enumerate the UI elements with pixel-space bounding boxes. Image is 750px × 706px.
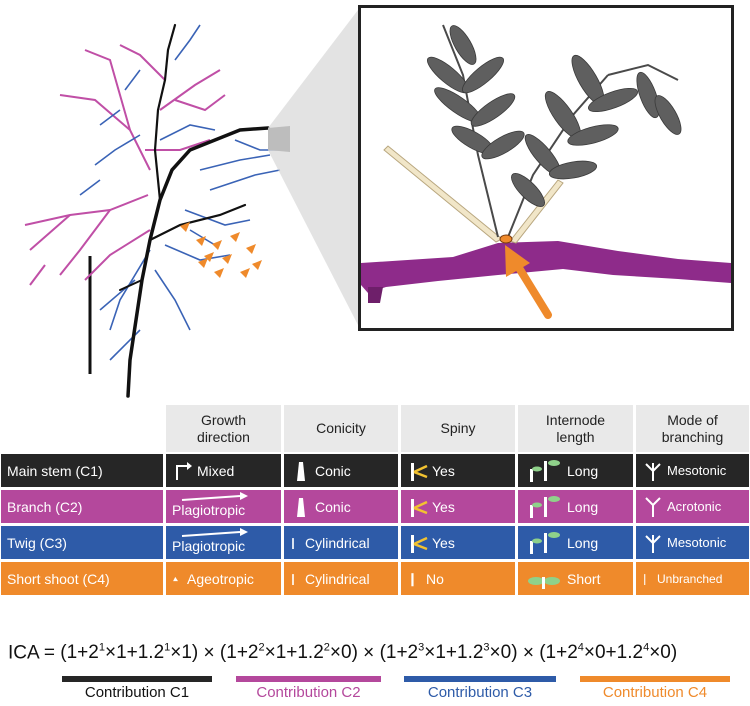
long-internode-icon xyxy=(530,459,560,482)
cell-internode-twig: Long xyxy=(518,526,633,559)
cell-growth-main-stem: Mixed xyxy=(166,454,281,487)
mesotonic-icon xyxy=(645,462,661,481)
cell-branching-branch: Acrotonic xyxy=(636,490,749,523)
cell-spiny-main-stem: Yes xyxy=(401,454,515,487)
plagiotropic-arrow-icon xyxy=(181,492,248,501)
ageotropic-icon xyxy=(173,576,178,581)
cylindrical-icon xyxy=(292,573,294,585)
short-shoot-bud xyxy=(499,234,513,244)
cell-conicity-twig: Cylindrical xyxy=(284,526,398,559)
mesotonic-icon xyxy=(645,534,661,553)
row-label-branch: Branch (C2) xyxy=(1,490,163,523)
contribution-label-c3: Contribution C3 xyxy=(427,684,533,701)
twig-c3 xyxy=(361,241,731,293)
cell-spiny-twig: Yes xyxy=(401,526,515,559)
tree-illustration xyxy=(24,23,285,398)
contribution-label-c4: Contribution C4 xyxy=(602,684,708,701)
term-c1: (1+21×1+1.21×1) xyxy=(60,642,199,664)
cell-spiny-short-shoot: No xyxy=(401,562,515,595)
term-c4: (1+24×0+1.24×0) xyxy=(539,642,678,664)
main-stem-c1 xyxy=(119,23,270,398)
cell-spiny-branch: Yes xyxy=(401,490,515,523)
cell-branching-short-shoot: Unbranched xyxy=(636,562,749,595)
cell-internode-main-stem: Long xyxy=(518,454,633,487)
cell-growth-short-shoot: Ageotropic xyxy=(166,562,281,595)
contribution-bar-c1 xyxy=(62,676,212,682)
mixed-growth-icon xyxy=(176,461,192,480)
contribution-bar-c2 xyxy=(236,676,381,682)
cell-growth-twig: Plagiotropic xyxy=(166,526,281,559)
spine-icon xyxy=(411,462,428,481)
no-spine-icon xyxy=(411,572,414,586)
cell-conicity-short-shoot: Cylindrical xyxy=(284,562,398,595)
long-internode-icon xyxy=(530,531,560,554)
cell-conicity-branch: Conic xyxy=(284,490,398,523)
conic-icon xyxy=(297,461,305,481)
cell-branching-twig: Mesotonic xyxy=(636,526,749,559)
cylindrical-icon xyxy=(292,537,294,549)
cell-internode-branch: Long xyxy=(518,490,633,523)
acacia-twig-closeup xyxy=(358,5,734,331)
branches-c2 xyxy=(24,44,226,286)
header-internode-length: Internode length xyxy=(518,405,633,452)
plagiotropic-arrow-icon xyxy=(181,528,248,537)
leaf-cluster xyxy=(427,24,682,238)
cell-conicity-main-stem: Conic xyxy=(284,454,398,487)
contribution-bar-c3 xyxy=(404,676,556,682)
cell-branching-main-stem: Mesotonic xyxy=(636,454,749,487)
twigs-c3 xyxy=(79,24,285,361)
spine-icon xyxy=(411,534,428,553)
contribution-label-c1: Contribution C1 xyxy=(84,684,190,701)
spine-icon xyxy=(411,498,428,517)
zoom-wedge xyxy=(268,10,358,325)
acrotonic-icon xyxy=(645,496,661,517)
long-internode-icon xyxy=(530,495,560,518)
term-c2: (1+22×1+1.22×0) xyxy=(219,642,358,664)
row-label-twig: Twig (C3) xyxy=(1,526,163,559)
header-conicity: Conicity xyxy=(284,405,398,452)
unbranched-icon xyxy=(644,573,646,585)
ica-formula: ICA = (1+21×1+1.21×1) × (1+22×1+1.22×0) … xyxy=(8,642,678,664)
orange-arrow-icon xyxy=(505,245,552,319)
row-label-main-stem: Main stem (C1) xyxy=(1,454,163,487)
cell-internode-short-shoot: Short xyxy=(518,562,633,595)
contribution-label-c2: Contribution C2 xyxy=(256,684,361,701)
term-c3: (1+23×1+1.23×0) xyxy=(379,642,518,664)
contribution-bar-c4 xyxy=(580,676,730,682)
row-label-short-shoot: Short shoot (C4) xyxy=(1,562,163,595)
header-mode-of-branching: Mode of branching xyxy=(636,405,749,452)
cell-growth-branch: Plagiotropic xyxy=(166,490,281,523)
conic-icon xyxy=(297,497,305,517)
header-growth-direction: Growth direction xyxy=(166,405,281,452)
header-spiny: Spiny xyxy=(401,405,515,452)
short-shoots-c4 xyxy=(180,222,262,278)
short-internode-icon xyxy=(528,576,560,589)
